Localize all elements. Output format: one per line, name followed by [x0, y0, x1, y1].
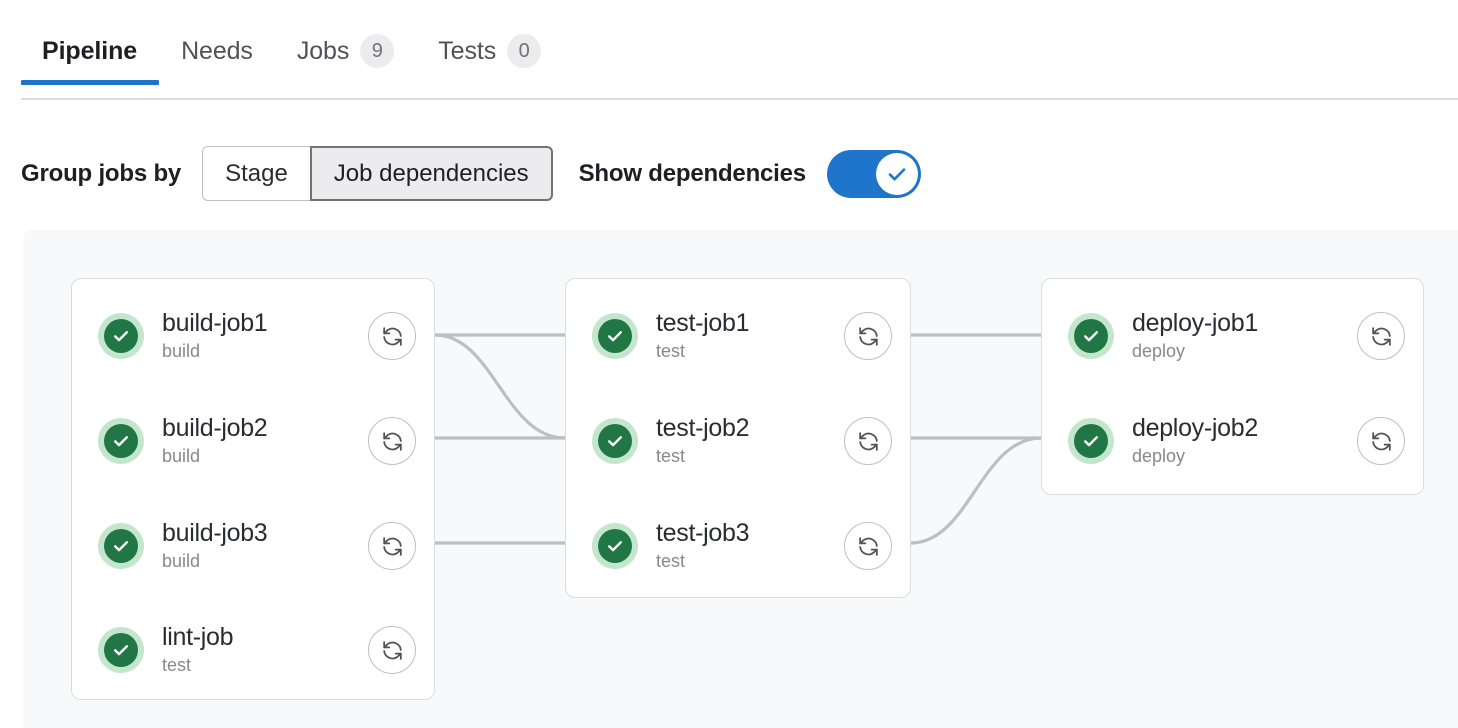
status-success-icon: [592, 313, 638, 359]
status-success-icon: [98, 418, 144, 464]
job-text: test-job1 test: [656, 308, 844, 363]
job-name: deploy-job2: [1132, 413, 1258, 442]
show-dependencies-label: Show dependencies: [578, 159, 807, 187]
tab-active-indicator: [21, 80, 160, 85]
job-stage: deploy: [1132, 445, 1186, 466]
tab-tests[interactable]: Tests 0: [416, 22, 563, 80]
tab-needs[interactable]: Needs: [159, 22, 275, 80]
graph-controls: Group jobs by Stage Job dependencies Sho…: [21, 146, 921, 201]
tab-tests-label: Tests: [438, 36, 497, 65]
job-stage: test: [656, 445, 686, 466]
deploy-column: deploy-job1 deploy: [1041, 278, 1424, 495]
tab-jobs[interactable]: Jobs 9: [275, 22, 416, 80]
job-text: deploy-job2 deploy: [1132, 413, 1357, 468]
job-test-job3[interactable]: test-job3 test: [566, 514, 910, 578]
job-build-job2[interactable]: build-job2 build: [72, 409, 434, 473]
job-name: test-job1: [656, 308, 750, 337]
job-deploy-job2[interactable]: deploy-job2 deploy: [1042, 409, 1423, 473]
job-stage: test: [656, 340, 686, 361]
job-text: deploy-job1 deploy: [1132, 308, 1357, 363]
job-text: test-job3 test: [656, 518, 844, 573]
job-stage: test: [656, 550, 686, 571]
retry-icon[interactable]: [368, 626, 416, 674]
test-column: test-job1 test: [565, 278, 911, 598]
link-build-job1-to-test-job2: [434, 333, 566, 440]
job-name: deploy-job1: [1132, 308, 1258, 337]
build-column: build-job1 build: [71, 278, 435, 700]
check-icon: [885, 162, 909, 186]
link-test-job3-to-deploy-job2: [910, 436, 1042, 545]
job-name: build-job1: [162, 308, 268, 337]
retry-icon[interactable]: [844, 417, 892, 465]
job-text: build-job2 build: [162, 413, 368, 468]
status-success-icon: [1068, 313, 1114, 359]
tab-bar-divider: [21, 98, 1458, 100]
group-by-segmented-control: Stage Job dependencies: [202, 146, 553, 201]
pipeline-graph-canvas: build-job1 build: [23, 230, 1458, 728]
job-build-job1[interactable]: build-job1 build: [72, 304, 434, 368]
job-test-job1[interactable]: test-job1 test: [566, 304, 910, 368]
group-jobs-by-label: Group jobs by: [21, 159, 182, 187]
job-stage: build: [162, 550, 201, 571]
job-lint-job[interactable]: lint-job test: [72, 618, 434, 682]
tab-tests-badge: 0: [507, 34, 542, 68]
tab-list: Pipeline Needs Jobs 9 Tests 0: [21, 22, 563, 85]
job-text: lint-job test: [162, 622, 368, 677]
status-success-icon: [592, 418, 638, 464]
show-dependencies-toggle[interactable]: [826, 149, 921, 198]
tab-jobs-label: Jobs: [296, 36, 350, 65]
retry-icon[interactable]: [368, 417, 416, 465]
status-success-icon: [98, 313, 144, 359]
status-success-icon: [1068, 418, 1114, 464]
job-build-job3[interactable]: build-job3 build: [72, 514, 434, 578]
status-success-icon: [592, 523, 638, 569]
job-stage: deploy: [1132, 340, 1186, 361]
tab-jobs-badge: 9: [360, 34, 395, 68]
retry-icon[interactable]: [844, 312, 892, 360]
tab-pipeline-label: Pipeline: [42, 36, 138, 65]
job-name: test-job2: [656, 413, 750, 442]
tab-needs-label: Needs: [181, 36, 253, 65]
status-success-icon: [98, 523, 144, 569]
job-test-job2[interactable]: test-job2 test: [566, 409, 910, 473]
toggle-knob: [875, 152, 918, 195]
group-by-stage-button[interactable]: Stage: [202, 146, 310, 201]
retry-icon[interactable]: [1357, 417, 1405, 465]
job-name: lint-job: [162, 622, 234, 651]
job-text: test-job2 test: [656, 413, 844, 468]
retry-icon[interactable]: [1357, 312, 1405, 360]
job-name: build-job2: [162, 413, 268, 442]
retry-icon[interactable]: [844, 522, 892, 570]
job-name: test-job3: [656, 518, 750, 547]
status-success-icon: [98, 627, 144, 673]
job-text: build-job1 build: [162, 308, 368, 363]
job-name: build-job3: [162, 518, 268, 547]
job-stage: test: [162, 654, 192, 675]
tab-pipeline[interactable]: Pipeline: [21, 22, 160, 85]
job-deploy-job1[interactable]: deploy-job1 deploy: [1042, 304, 1423, 368]
job-text: build-job3 build: [162, 518, 368, 573]
tab-bar: Pipeline Needs Jobs 9 Tests 0: [0, 0, 1458, 101]
retry-icon[interactable]: [368, 522, 416, 570]
job-stage: build: [162, 340, 201, 361]
job-stage: build: [162, 445, 201, 466]
group-by-job-dependencies-button[interactable]: Job dependencies: [309, 146, 553, 201]
retry-icon[interactable]: [368, 312, 416, 360]
